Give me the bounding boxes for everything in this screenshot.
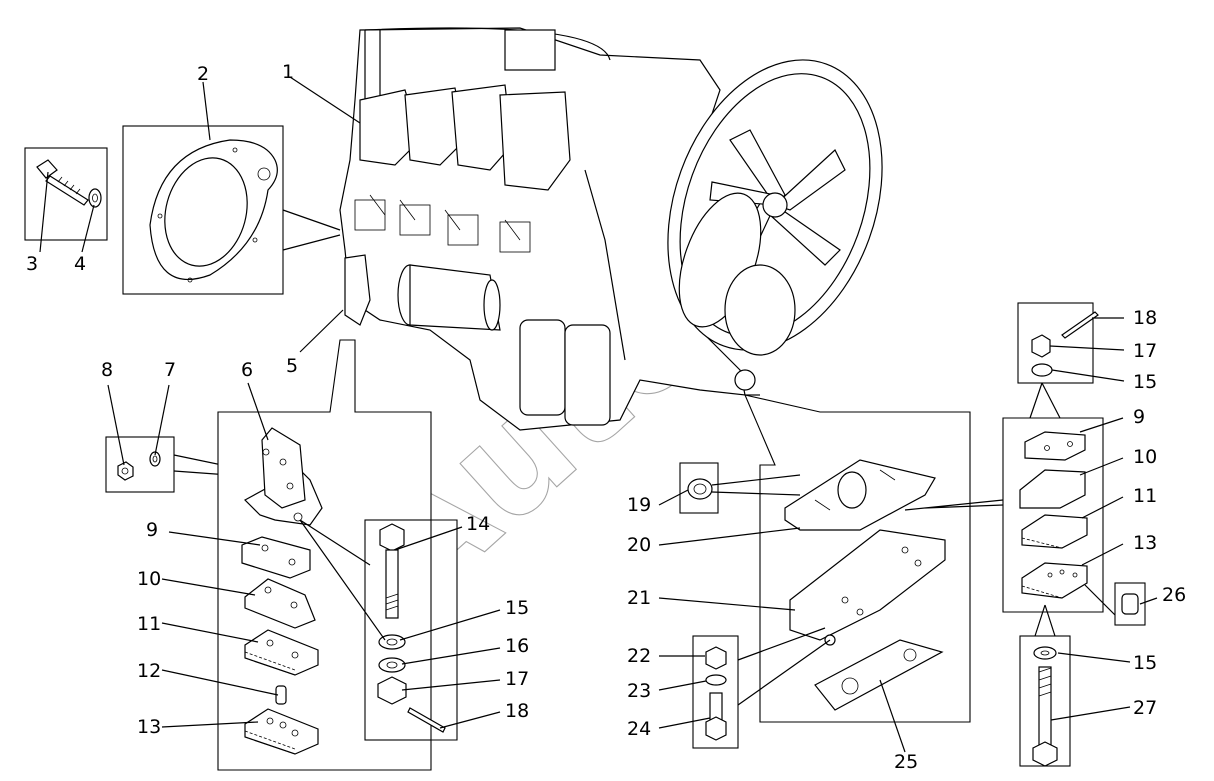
fastener-connector bbox=[737, 627, 831, 706]
callout-13-right: 13 bbox=[1133, 532, 1157, 554]
washer-19-connector bbox=[711, 474, 801, 496]
callout-23: 23 bbox=[627, 680, 651, 702]
box-right-stack bbox=[1002, 302, 1104, 613]
bolt-connector bbox=[299, 519, 386, 641]
callout-25: 25 bbox=[894, 751, 918, 773]
right-stack-connector bbox=[904, 382, 1061, 511]
callout-9-right: 9 bbox=[1133, 406, 1145, 428]
callout-10-right: 10 bbox=[1133, 446, 1157, 468]
callout-15-left: 15 bbox=[505, 597, 529, 619]
callout-5: 5 bbox=[286, 355, 298, 377]
bolt-27-connector bbox=[1034, 604, 1056, 637]
callout-22: 22 bbox=[627, 645, 651, 667]
callout-14: 14 bbox=[466, 513, 490, 535]
gasket-connector bbox=[282, 209, 341, 251]
callout-18-right: 18 bbox=[1133, 307, 1157, 329]
box-gasket bbox=[122, 125, 284, 295]
callout-12: 12 bbox=[137, 660, 161, 682]
callout-7: 7 bbox=[164, 359, 176, 381]
callout-8: 8 bbox=[101, 359, 113, 381]
callout-13-left: 13 bbox=[137, 716, 161, 738]
callout-15-bottom: 15 bbox=[1133, 652, 1157, 674]
callout-1: 1 bbox=[282, 61, 294, 83]
callout-9-left: 9 bbox=[146, 519, 158, 541]
box-fasteners-22-24 bbox=[692, 635, 739, 749]
callout-numbers: 1 2 3 4 5 6 7 8 9 10 11 12 13 14 15 16 1… bbox=[26, 61, 1186, 773]
box-nut-washer bbox=[105, 436, 175, 493]
callout-20: 20 bbox=[627, 534, 651, 556]
engine-assembly bbox=[339, 27, 883, 431]
callout-21: 21 bbox=[627, 587, 651, 609]
box-bolt-stack bbox=[364, 519, 446, 741]
callout-10-left: 10 bbox=[137, 568, 161, 590]
callout-2: 2 bbox=[197, 63, 209, 85]
box-bolt-27 bbox=[1019, 635, 1071, 767]
callout-16: 16 bbox=[505, 635, 529, 657]
callout-11-left: 11 bbox=[137, 613, 161, 635]
callout-6: 6 bbox=[241, 359, 253, 381]
box-bolt-washer bbox=[24, 147, 108, 241]
box-washer-19 bbox=[679, 462, 719, 514]
callout-27: 27 bbox=[1133, 697, 1157, 719]
box-front-mount bbox=[744, 394, 971, 723]
leader-lines bbox=[39, 76, 1158, 753]
callout-11-right: 11 bbox=[1133, 485, 1157, 507]
callout-17-right: 17 bbox=[1133, 340, 1157, 362]
sleeve-connector bbox=[1084, 584, 1116, 616]
callout-3: 3 bbox=[26, 253, 38, 275]
callout-26: 26 bbox=[1162, 584, 1186, 606]
callout-24: 24 bbox=[627, 718, 651, 740]
callout-15-right: 15 bbox=[1133, 371, 1157, 393]
callout-18-left: 18 bbox=[505, 700, 529, 722]
callout-4: 4 bbox=[74, 253, 86, 275]
callout-17-left: 17 bbox=[505, 668, 529, 690]
callout-19: 19 bbox=[627, 494, 651, 516]
